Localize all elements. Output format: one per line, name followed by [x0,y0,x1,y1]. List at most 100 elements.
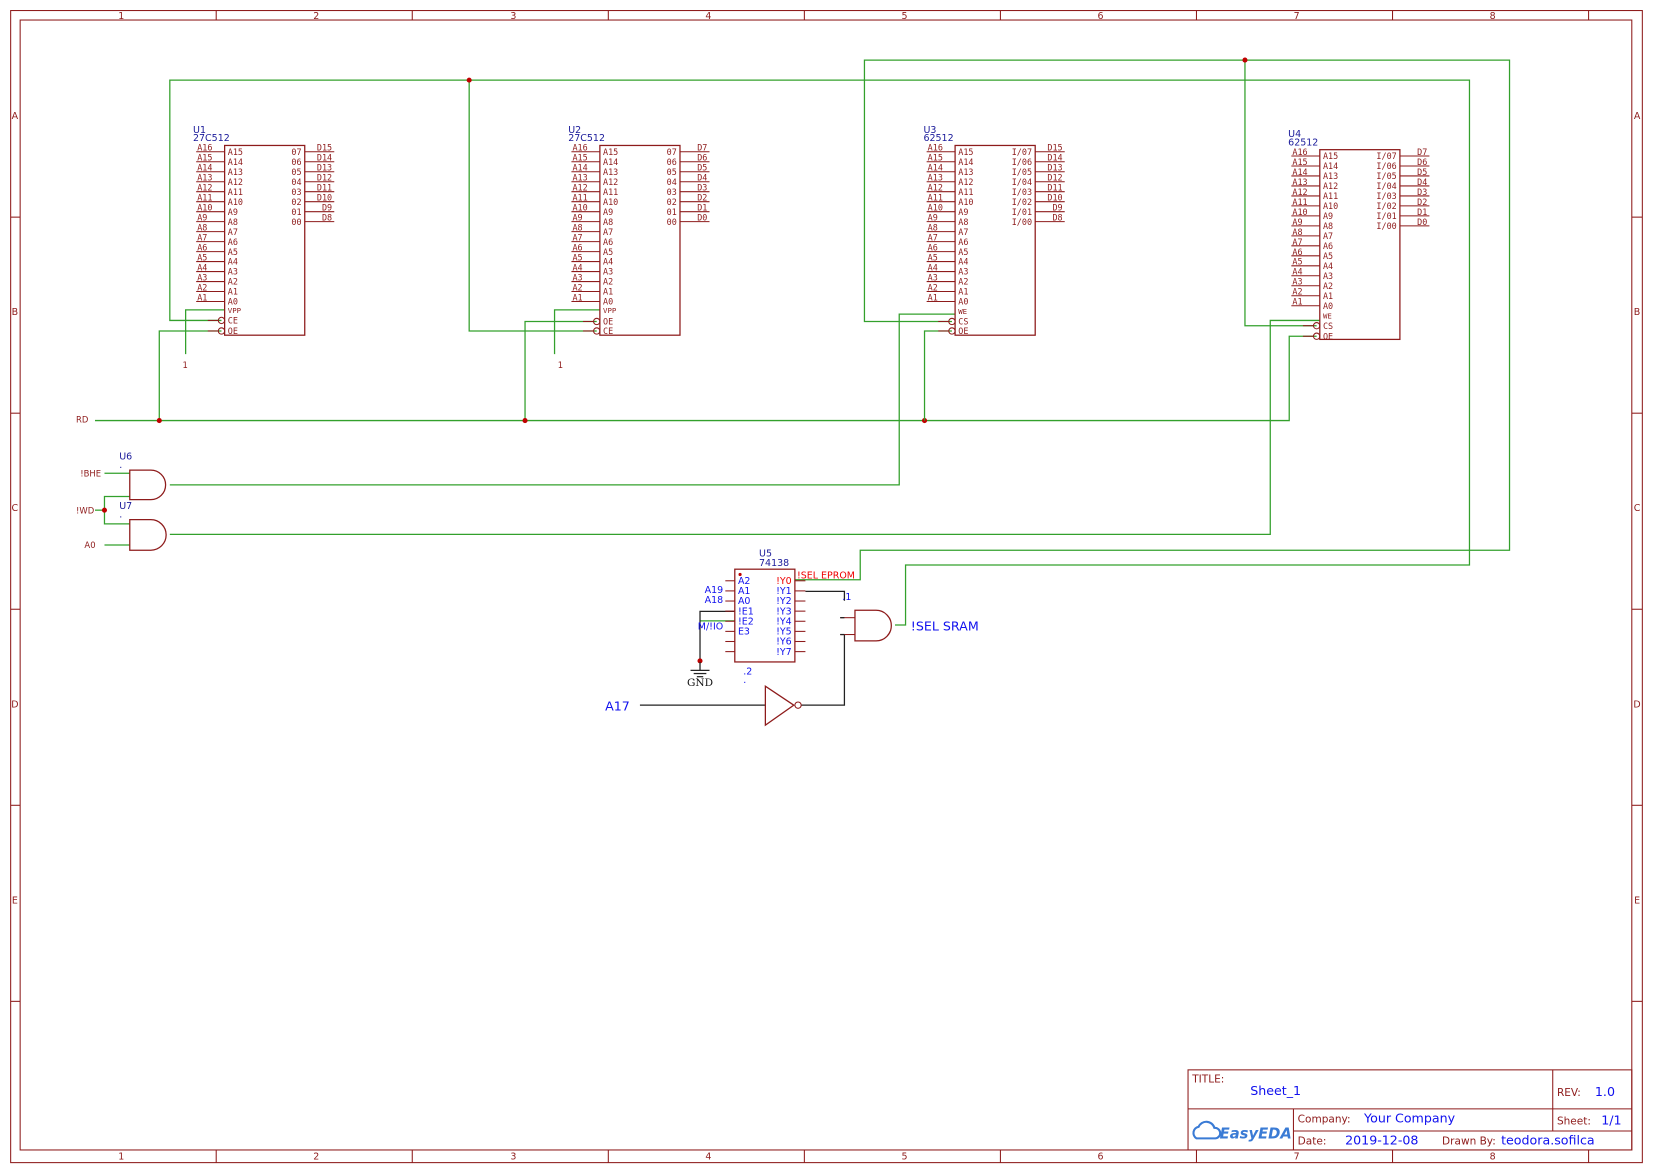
chip-body [224,144,306,336]
pin-name: I/03 [1012,187,1032,197]
pin-name: 06 [667,157,677,167]
pin-name: A12 [228,177,243,187]
net-label: A7 [572,233,582,243]
title-value: Sheet_1 [1250,1083,1301,1098]
net-label: D9 [322,203,332,213]
net-label-rd: RD [76,415,88,425]
frame-row-label: B [12,307,19,318]
drawn-by-label: Drawn By: [1442,1136,1496,1148]
net-label: A15 [928,153,943,163]
net-label: A12 [928,183,943,193]
pin-name: A5 [958,247,968,257]
frame-column-label: 6 [1098,11,1104,22]
wire-u1-vpp [185,309,225,355]
rev-value: 1.0 [1595,1084,1615,1099]
net-label: D0 [1417,217,1427,227]
control-pin-name: CE [228,316,238,326]
net-label: A3 [197,272,207,282]
pin-name: A6 [958,237,968,247]
net-label: A8 [928,223,938,233]
gnd-symbol: GND [687,661,713,689]
net-label: A7 [1292,237,1302,247]
net-label: A18 [705,595,724,606]
net-label: A5 [1292,257,1302,267]
junction-dot [1242,57,1248,63]
decoder-u5[interactable]: U574138!Y0!Y1!Y2!Y3!Y4!Y5!Y6!Y7A2A1A19A0… [698,549,855,663]
frame-column-label: 2 [313,1151,319,1162]
pin-name: 00 [667,217,677,227]
pin-name: A14 [958,157,973,167]
net-label: A3 [1292,277,1302,287]
net-label: D8 [322,213,332,223]
pin-name: !Y5 [776,627,792,638]
wire-u2-vpp [553,309,600,355]
control-pin-name: CE [603,326,613,336]
net-label: A12 [572,183,587,193]
gate-ref: U6 [119,452,132,463]
pin-name: I/03 [1376,191,1396,201]
pin-name: 02 [667,197,677,207]
net-label: A4 [197,263,207,273]
pin-name: I/07 [1012,147,1032,157]
gate-sub: . [119,460,122,471]
net-label: D7 [697,143,707,153]
control-pin-name: VPP [603,306,617,315]
pin-name: A10 [603,197,618,207]
outer-border [10,10,1643,1164]
pin-name: I/06 [1012,157,1032,167]
pin-name: 07 [291,147,301,157]
pin-name: A11 [228,187,243,197]
chip-part: 62512 [923,133,953,144]
net-label: D5 [697,163,707,173]
net-label: D14 [317,153,332,163]
title-label: TITLE: [1191,1074,1224,1086]
pin-name: I/07 [1376,151,1396,161]
control-pin-name: OE [603,317,613,327]
inner-border [19,19,1633,1151]
pin-name: A9 [603,207,613,217]
frame-row-label: D [1633,699,1640,710]
frame-column-label: 5 [901,11,907,22]
frame-row-label: A [12,111,19,122]
net-label: A7 [197,233,207,243]
net-label-a0: A0 [84,540,95,550]
pin-name: A1 [738,586,751,597]
pin-name: I/05 [1376,171,1396,181]
pin-name: 03 [667,187,677,197]
net-label: A14 [928,163,943,173]
pin-name: 04 [291,177,301,187]
control-pin-name: CS [958,317,968,327]
net-label: A1 [572,292,582,302]
net-label: A11 [572,193,587,203]
pin-name: A8 [603,217,613,227]
net-label: A5 [928,253,938,263]
pin-name: 02 [291,197,301,207]
net-label: A13 [928,173,943,183]
pin-name: !Y4 [776,616,792,627]
pin-name: A10 [228,197,243,207]
pin-name: !Y3 [776,606,792,617]
net-label: D4 [1417,177,1427,187]
wire-y1 [805,590,846,601]
net-label: A10 [928,203,943,213]
pin-name: 00 [291,217,301,227]
net-label: A4 [1292,267,1302,277]
and-gate-u6 [129,469,167,501]
date-value: 2019-12-08 [1345,1133,1418,1148]
net-label: D1 [697,203,707,213]
pin-name: A9 [228,207,238,217]
gate-ref: U7 [119,501,132,512]
pin-name: !Y6 [776,637,792,648]
pin-name: A12 [603,177,618,187]
net-label: A12 [197,183,212,193]
pin-name: A1 [958,287,968,297]
pin-name: E3 [738,627,750,638]
control-pin-name: VPP [228,306,242,315]
